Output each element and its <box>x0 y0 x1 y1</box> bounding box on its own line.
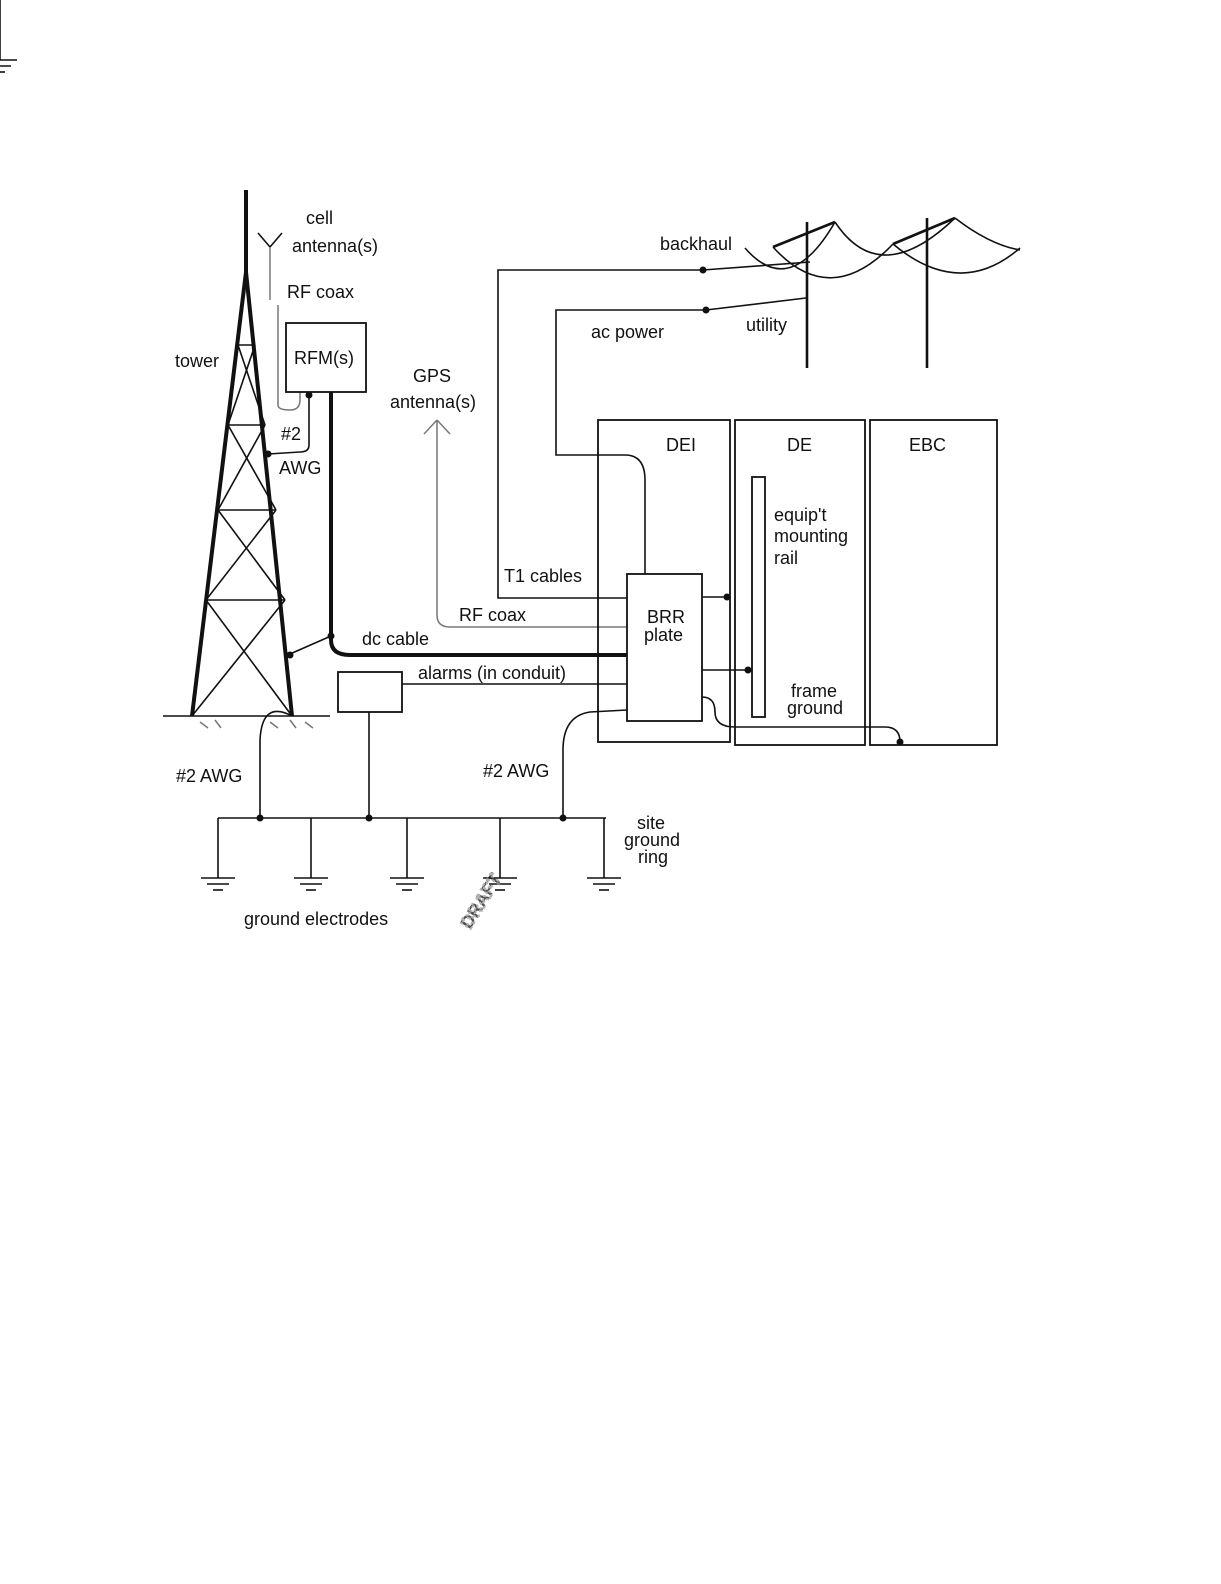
awg-center-label: #2 AWG <box>483 761 549 781</box>
rail-label-1: equip't <box>774 505 826 525</box>
brr-label-1: BRR <box>647 607 685 627</box>
awg-tower-label-1: #2 <box>281 424 301 444</box>
brr-plate <box>627 574 702 721</box>
tower-label: tower <box>175 351 219 371</box>
draft-watermark: DRAFT <box>456 870 505 932</box>
rf-coax-gps-label: RF coax <box>459 605 526 625</box>
cell-antenna-icon <box>258 233 282 300</box>
ground-electrode-icons <box>0 0 621 890</box>
cell-antenna-label-1: cell <box>306 208 333 228</box>
gps-label-1: GPS <box>413 366 451 386</box>
equipment-mounting-rail <box>752 477 765 717</box>
rfm-label: RFM(s) <box>294 348 354 368</box>
alarms-label: alarms (in conduit) <box>418 663 566 683</box>
dc-cable-label: dc cable <box>362 629 429 649</box>
de-label: DE <box>787 435 812 455</box>
ground-ring-label-3: ring <box>638 847 668 867</box>
ebc-cabinet <box>870 420 997 745</box>
ac-power-label: ac power <box>591 322 664 342</box>
rail-label-3: rail <box>774 548 798 568</box>
gps-antenna-icon <box>424 420 627 627</box>
ebc-label: EBC <box>909 435 946 455</box>
utility-label: utility <box>746 315 787 335</box>
backhaul-label: backhaul <box>660 234 732 254</box>
dei-label: DEI <box>666 435 696 455</box>
frame-ground-label-2: ground <box>787 698 843 718</box>
cell-antenna-label-2: antenna(s) <box>292 236 378 256</box>
utility-poles <box>745 218 1020 368</box>
awg-left-label: #2 AWG <box>176 766 242 786</box>
t1-cables-label: T1 cables <box>504 566 582 586</box>
ground-electrodes-label: ground electrodes <box>244 909 388 929</box>
alarm-box <box>338 672 402 712</box>
rf-coax-top-label: RF coax <box>287 282 354 302</box>
rail-label-2: mounting <box>774 526 848 546</box>
brr-label-2: plate <box>644 625 683 645</box>
gps-label-2: antenna(s) <box>390 392 476 412</box>
awg-tower-label-2: AWG <box>279 458 321 478</box>
